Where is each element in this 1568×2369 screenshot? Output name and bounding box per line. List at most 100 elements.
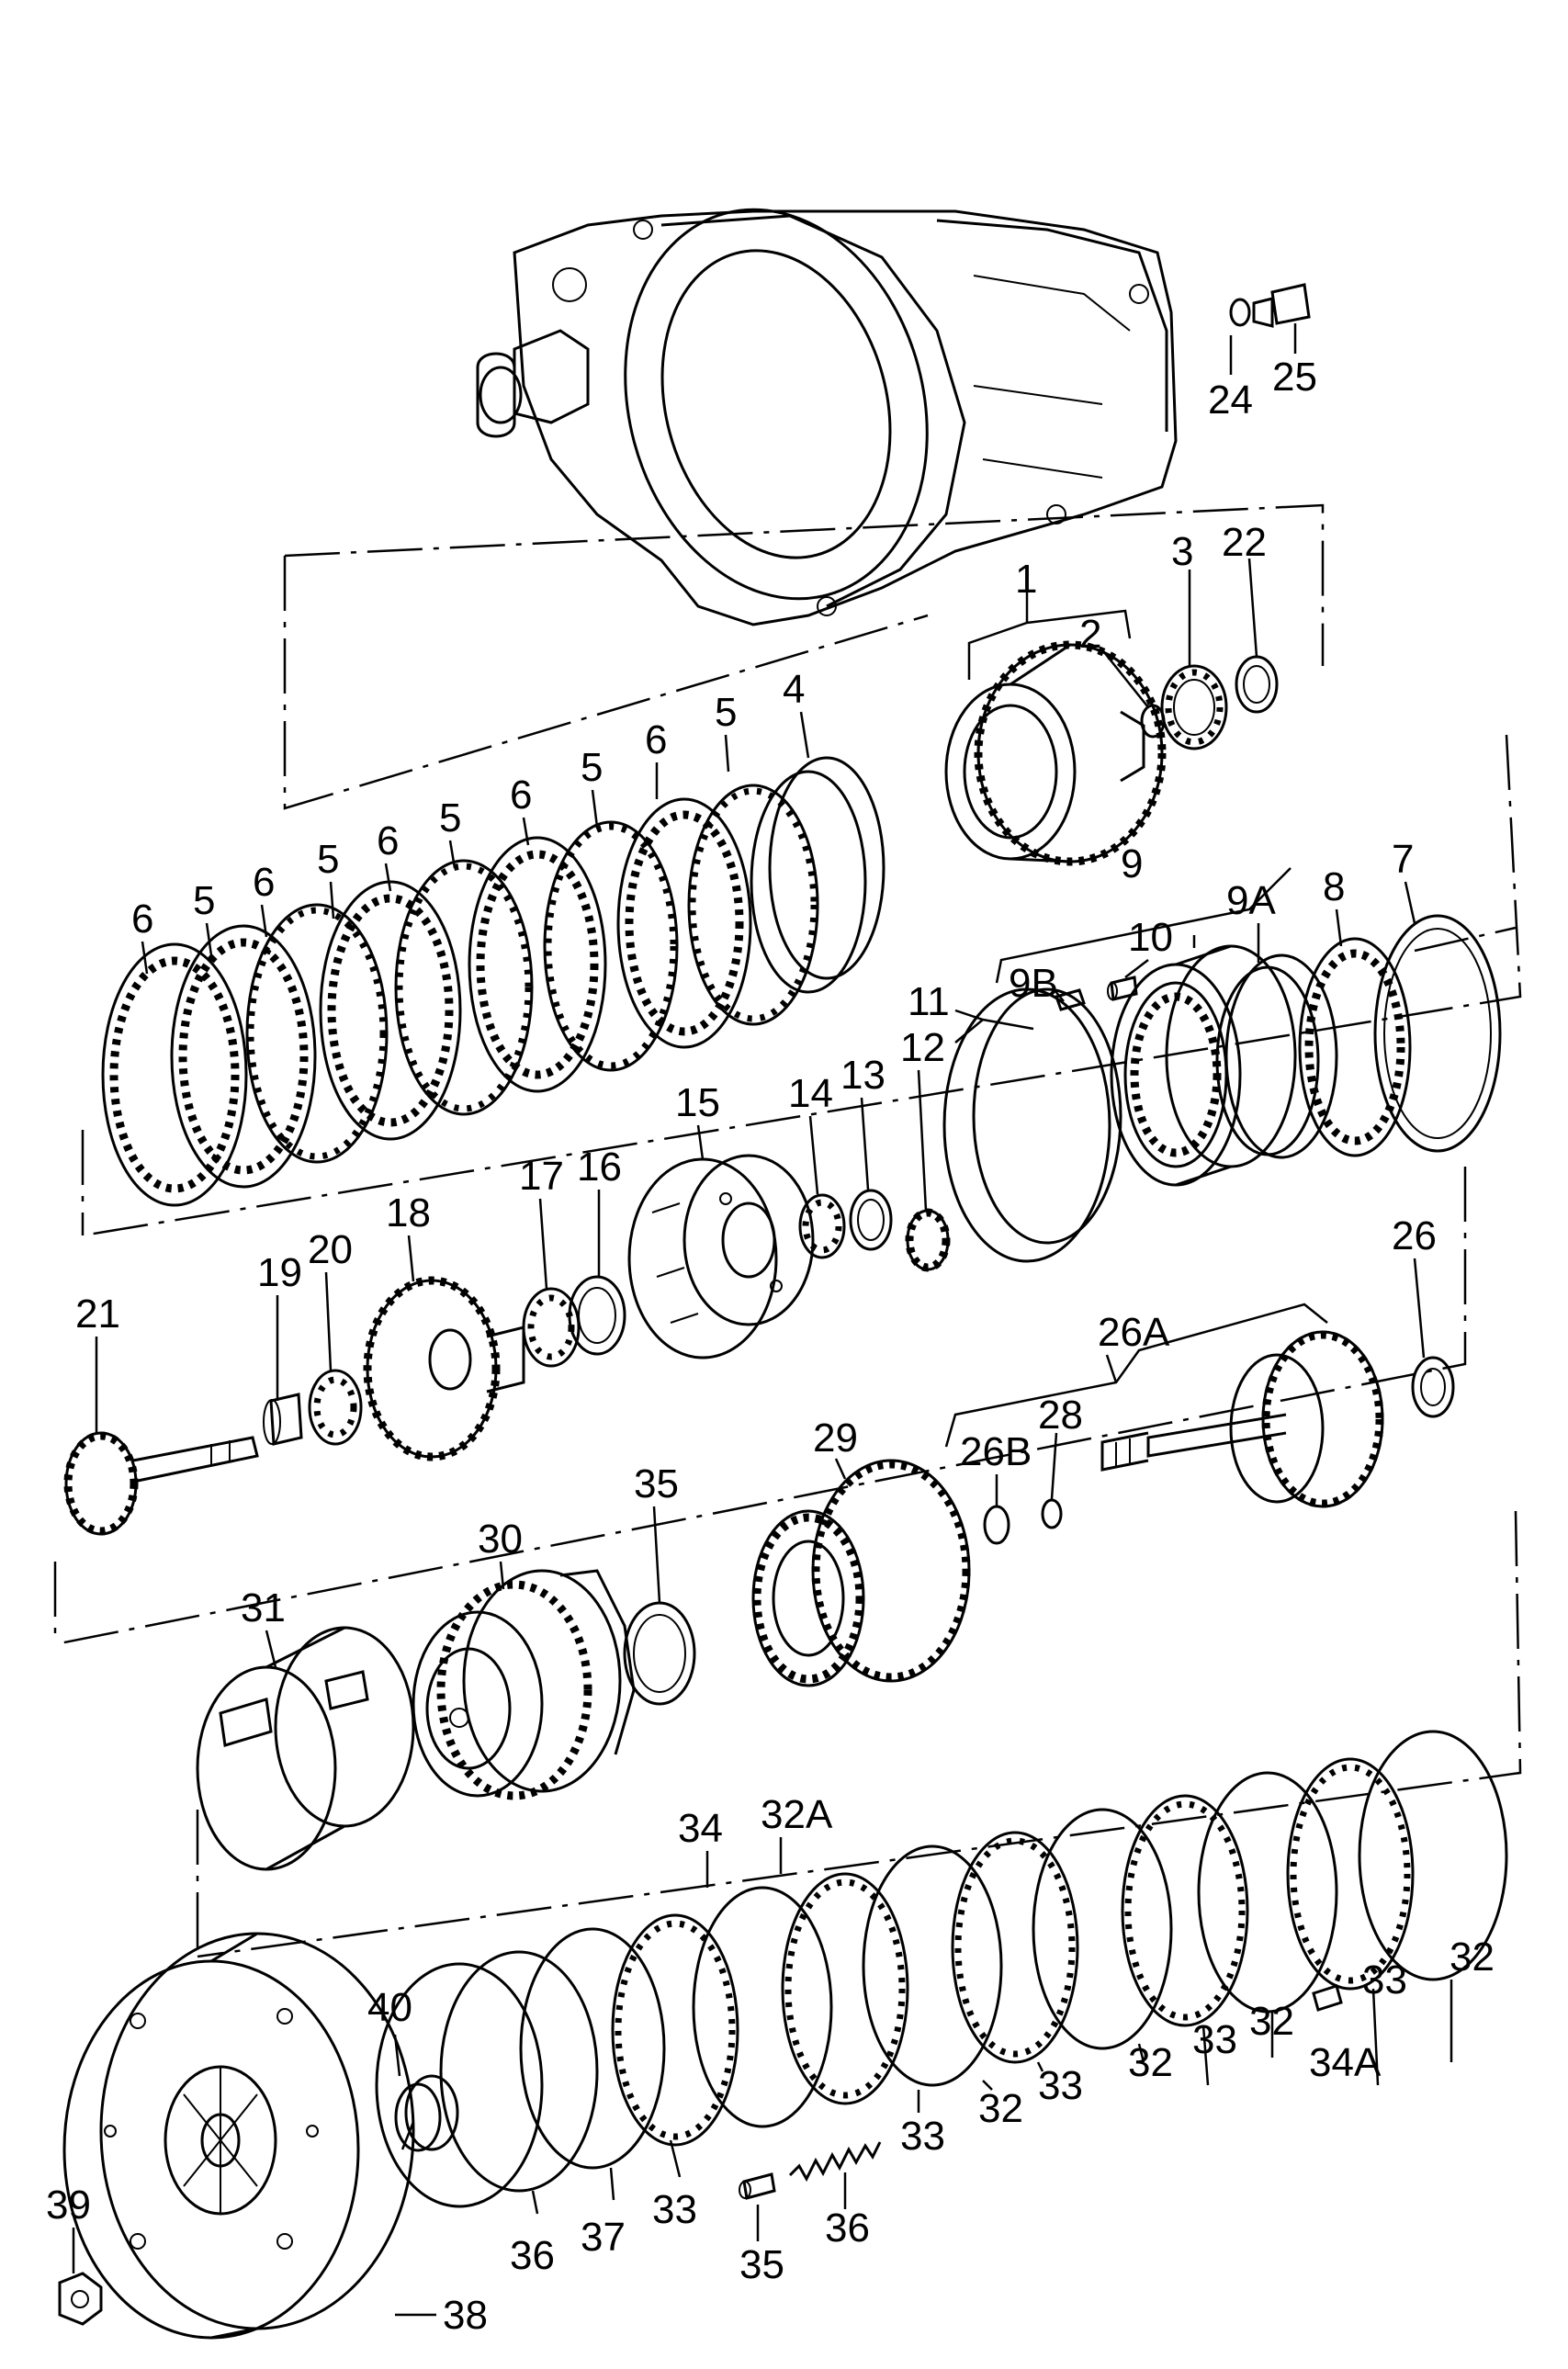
callout-34: 36 xyxy=(510,2233,555,2278)
callout-5-d: 5 xyxy=(317,837,339,882)
callout-32-b: 32 xyxy=(1128,2040,1173,2085)
small-gear-12 xyxy=(905,1208,951,1272)
callout-26b: 28 xyxy=(1038,1393,1083,1438)
callout-10: 10 xyxy=(1128,915,1173,960)
spring-36 xyxy=(788,2141,882,2183)
leader-lines xyxy=(72,323,1453,2317)
callout-28: 29 xyxy=(813,1416,858,1461)
spring-9b xyxy=(1055,988,1086,1011)
output-shaft-26 xyxy=(1100,1330,1384,1508)
callout-12: 12 xyxy=(900,1025,945,1070)
needle-bearing-19 xyxy=(263,1393,303,1446)
callout-21: 21 xyxy=(75,1292,120,1337)
callout-7: 7 xyxy=(1392,837,1414,882)
bearing-14 xyxy=(798,1193,846,1259)
callout-9a: 9A xyxy=(1226,878,1276,923)
washer-22 xyxy=(1235,655,1279,714)
torque-converter-38 xyxy=(62,1932,415,2340)
callout-9b: 9B xyxy=(1009,961,1058,1006)
callout-20: 20 xyxy=(308,1227,353,1272)
callout-33-d: 33 xyxy=(900,2114,945,2159)
pin-35-right xyxy=(1312,1984,1343,2012)
callout-14: 14 xyxy=(788,1071,833,1116)
callout-2: 2 xyxy=(1079,612,1101,657)
shaft-gear-21 xyxy=(63,1431,259,1536)
callout-18: 18 xyxy=(386,1190,431,1235)
pin-10 xyxy=(1107,976,1138,1001)
callout-33-e: 34 xyxy=(678,1806,723,1851)
retaining-ring-37 xyxy=(623,1601,696,1706)
callout-36: 36 xyxy=(825,2205,870,2251)
callout-26a: 26B xyxy=(960,1429,1032,1474)
thrust-bearing-3 xyxy=(1160,664,1228,750)
drum-gear-1 xyxy=(944,640,1167,866)
brake-band-30 xyxy=(196,1626,415,1871)
callout-39: 39 xyxy=(46,2183,91,2228)
callout-6-c: 6 xyxy=(377,818,399,863)
nut-39 xyxy=(58,2272,103,2326)
callout-25: 26 xyxy=(1392,1213,1437,1258)
transmission-housing xyxy=(476,208,1178,626)
snap-rings-11 xyxy=(942,987,1122,1263)
callout-5-a: 5 xyxy=(715,690,737,735)
callout-15: 15 xyxy=(675,1080,720,1125)
gear-18 xyxy=(363,1276,525,1461)
washer-13 xyxy=(849,1189,893,1251)
callout-3: 3 xyxy=(1171,529,1193,574)
seal-40 xyxy=(394,2074,459,2152)
callout-22: 22 xyxy=(1222,520,1267,565)
callout-29: 30 xyxy=(478,1517,523,1562)
planet-carrier-15 xyxy=(627,1154,815,1359)
pin-35-lower xyxy=(739,2172,776,2200)
callout-30: 31 xyxy=(241,1585,286,1630)
spring-washer-8 xyxy=(1298,937,1412,1157)
callout-32a: 33 xyxy=(652,2187,697,2232)
callout-17: 17 xyxy=(519,1154,564,1199)
callout-5-e: 5 xyxy=(193,878,215,923)
ring-26b xyxy=(1041,1498,1063,1529)
callout-13: 13 xyxy=(840,1053,886,1098)
gear-drum-28 xyxy=(751,1459,971,1687)
callout-19: 19 xyxy=(257,1250,302,1295)
callout-24: 25 xyxy=(1272,355,1317,400)
bolt-24 xyxy=(1252,283,1311,328)
callout-16: 16 xyxy=(577,1145,622,1190)
callout-6-a: 6 xyxy=(645,717,667,762)
clutch-pack-rings-lower xyxy=(375,1730,1508,2208)
callout-40: 40 xyxy=(367,1985,412,2030)
callout-37: 35 xyxy=(634,1461,679,1506)
callout-8: 8 xyxy=(1323,864,1345,909)
clutch-drum-9 xyxy=(1110,944,1297,1187)
planetary-drum-29 xyxy=(412,1569,636,1800)
callout-33-b: 33 xyxy=(1192,2017,1237,2062)
callout-6-b: 6 xyxy=(510,773,532,818)
ring-7 xyxy=(1373,914,1502,1153)
callout-32-d: 32A xyxy=(761,1792,833,1837)
callout-1: 1 xyxy=(1015,557,1037,602)
callout-23: 24 xyxy=(1208,378,1253,423)
washer-23 xyxy=(1229,298,1251,327)
callout-6-d: 6 xyxy=(253,860,275,905)
callout-5-b: 5 xyxy=(581,745,603,790)
callout-6-e: 6 xyxy=(131,897,153,942)
callout-labels: 25 24 22 3 1 2 4 5 6 5 6 5 6 5 6 5 6 9 7… xyxy=(46,355,1495,2338)
bearing-20 xyxy=(308,1369,363,1446)
washer-25 xyxy=(1411,1356,1455,1418)
callout-5-c: 5 xyxy=(439,795,461,840)
callout-9: 9 xyxy=(1121,841,1143,886)
callout-33-a: 33 xyxy=(1362,1957,1407,2002)
callout-32-a: 32 xyxy=(1249,1999,1294,2044)
callout-4: 4 xyxy=(783,667,805,712)
callout-33-c: 33 xyxy=(1038,2063,1083,2108)
callout-34a: 37 xyxy=(581,2215,626,2260)
callout-35-b: 35 xyxy=(739,2242,784,2287)
callout-31: 32 xyxy=(1450,1935,1495,1980)
bearing-17 xyxy=(522,1287,581,1368)
clutch-pack-rings-upper xyxy=(101,756,886,1207)
callout-11: 11 xyxy=(908,979,950,1024)
callout-32-c: 32 xyxy=(978,2086,1023,2131)
callout-38: 38 xyxy=(443,2293,488,2338)
ring-26a xyxy=(983,1505,1010,1545)
callout-26: 26A xyxy=(1098,1310,1170,1355)
